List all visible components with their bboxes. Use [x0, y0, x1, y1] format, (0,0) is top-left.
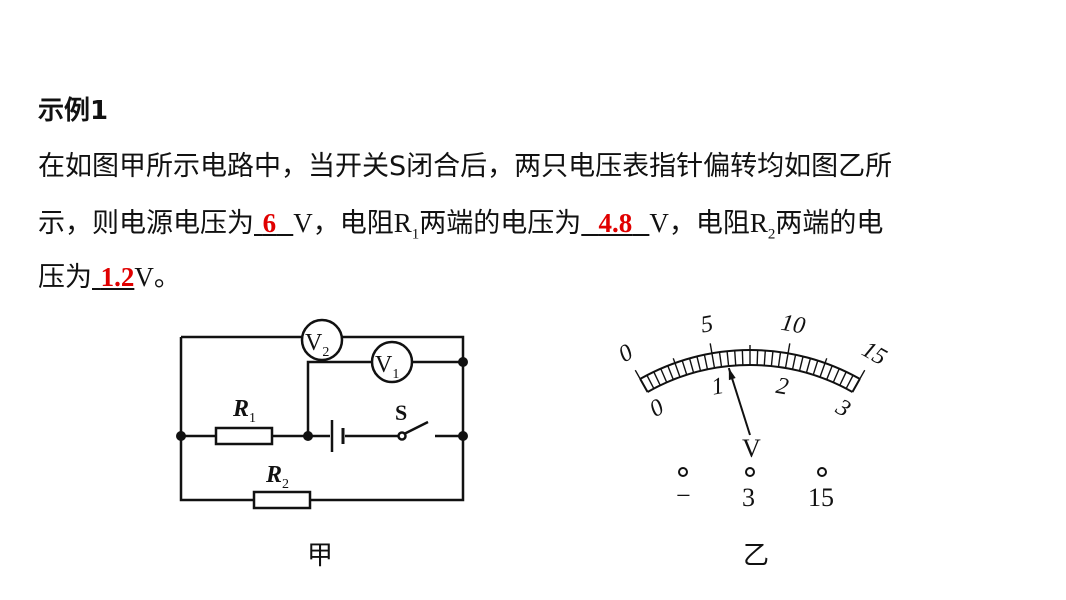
- question-line-2: 示，则电源电压为 6 V，电阻R1两端的电压为 4.8 V，电阻R2两端的电: [38, 206, 883, 251]
- dial-tick: [718, 352, 723, 368]
- dial-tick: [672, 358, 681, 378]
- resistor-r1: [214, 426, 274, 446]
- question-text: V，电阻R: [649, 208, 768, 238]
- v2-label: V2: [305, 330, 329, 360]
- unit-label: V: [742, 434, 761, 463]
- dial-tick: [770, 351, 774, 367]
- dial-tick: [832, 368, 840, 383]
- terminal-3v: [745, 467, 755, 477]
- terminal-label-15: 15: [808, 483, 834, 512]
- dial-tick: [646, 374, 655, 389]
- dial-tick: [839, 371, 847, 386]
- dial-tick: [688, 358, 695, 373]
- question-text: 示，则电源电压为: [38, 208, 254, 239]
- answer-r2-voltage: 1.2: [100, 262, 135, 292]
- switch-pivot: [397, 431, 407, 441]
- question-line-3: 压为 1.2V。: [38, 260, 181, 295]
- question-text: 在如图甲所示电路中，当开关S闭合后，两只电压表指针偏转均如图乙所: [38, 151, 893, 182]
- switch-label: S: [395, 400, 407, 425]
- dial-lower-label: 0: [645, 394, 668, 423]
- voltmeter-v1: [370, 340, 414, 384]
- dial-tick: [756, 350, 759, 366]
- dial-upper-label: 0: [614, 339, 637, 368]
- question-text: 两端的电: [775, 208, 884, 239]
- dial-tick: [819, 358, 828, 378]
- dial-tick: [851, 369, 866, 393]
- dial-tick: [660, 368, 668, 383]
- answer-r1-voltage: 4.8: [598, 208, 633, 238]
- dial-tick: [709, 343, 716, 369]
- dial-tick: [826, 365, 833, 380]
- terminal-label-negative: −: [676, 481, 691, 510]
- dial-tick: [791, 354, 797, 370]
- terminal-15v: [817, 467, 827, 477]
- question-text: 两端的电压为: [419, 208, 582, 239]
- dial-tick: [726, 351, 730, 367]
- dial-upper-label: 10: [779, 310, 807, 340]
- resistor-r2: [252, 490, 312, 510]
- dial-tick: [703, 354, 709, 370]
- circuit-wire: [306, 360, 463, 436]
- dial-tick: [784, 343, 791, 369]
- dial-tick: [634, 369, 649, 393]
- dial-tick: [734, 350, 737, 366]
- dial-upper-label: 5: [699, 311, 715, 339]
- answer-source-voltage: 6: [262, 208, 277, 238]
- terminal-label-3: 3: [742, 483, 755, 512]
- terminal-negative: [678, 467, 688, 477]
- dial-tick: [798, 356, 804, 372]
- pointer-needle: [727, 367, 751, 436]
- dial-tick: [653, 371, 661, 386]
- dial-tick: [667, 365, 674, 380]
- dial-lower-label: 3: [831, 394, 855, 423]
- circuit-wire: [179, 335, 465, 502]
- figure-caption-yi: 乙: [743, 541, 769, 570]
- dial-tick: [763, 350, 766, 366]
- switch-lever: [403, 420, 429, 436]
- dial-tick: [696, 356, 702, 372]
- dial-tick: [777, 352, 782, 368]
- circuit-diagram: [176, 318, 468, 510]
- junction-dots: [176, 357, 468, 441]
- dial-upper-label: 15: [857, 336, 891, 370]
- dial-lower-label: 2: [774, 373, 790, 401]
- voltmeter-dial: 0 5 10 15 0 1 2 3: [614, 310, 891, 436]
- example-title: 示例1: [38, 96, 109, 126]
- dial-tick: [812, 360, 819, 376]
- question-text: 压为: [38, 262, 92, 293]
- figure-caption-jia: 甲: [307, 541, 333, 570]
- subscript: 1: [411, 226, 420, 243]
- pointer-arrowhead: [728, 368, 736, 381]
- question-text: V，电阻R: [293, 208, 412, 238]
- dial-tick: [805, 358, 812, 373]
- voltmeter-v2: [300, 318, 344, 362]
- dial-tick: [845, 374, 854, 389]
- question-text: V。: [134, 262, 181, 292]
- dial-lower-label: 1: [710, 373, 726, 401]
- dial-tick: [681, 360, 688, 376]
- subscript: 2: [767, 226, 776, 243]
- r2-label: R2: [265, 462, 289, 492]
- question-line-1: 在如图甲所示电路中，当开关S闭合后，两只电压表指针偏转均如图乙所: [38, 150, 892, 184]
- r1-label: R1: [232, 396, 256, 426]
- v1-label: V1: [375, 352, 399, 382]
- dial-tick: [741, 350, 744, 366]
